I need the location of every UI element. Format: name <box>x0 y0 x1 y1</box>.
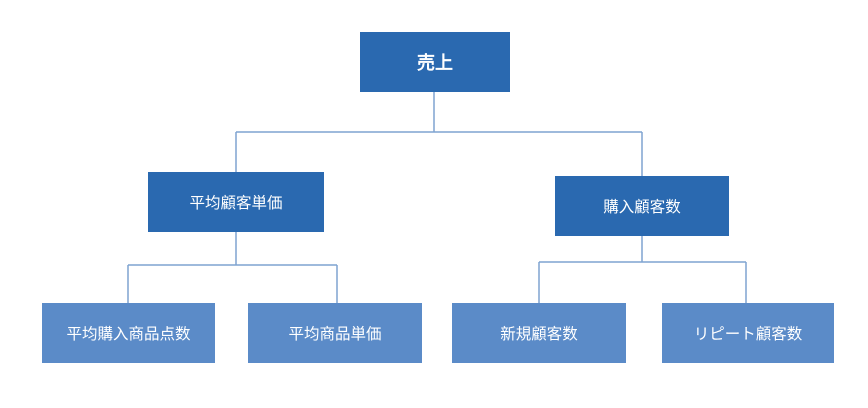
node-repeat-customers-label: リピート顧客数 <box>693 325 803 343</box>
node-average-customer-price: 平均顧客単価 <box>148 172 324 232</box>
node-average-unit-price-label: 平均商品単価 <box>288 325 382 343</box>
node-average-customer-price-label: 平均顧客単価 <box>189 194 283 212</box>
node-average-items-purchased-label: 平均購入商品点数 <box>66 325 191 343</box>
node-sales: 売上 <box>360 32 510 92</box>
node-new-customers-label: 新規顧客数 <box>500 325 578 343</box>
node-average-unit-price: 平均商品単価 <box>248 303 422 363</box>
node-purchasing-customers-label: 購入顧客数 <box>603 198 681 216</box>
node-repeat-customers: リピート顧客数 <box>662 303 834 363</box>
node-average-items-purchased: 平均購入商品点数 <box>42 303 215 363</box>
node-sales-label: 売上 <box>417 53 453 74</box>
node-purchasing-customers: 購入顧客数 <box>555 176 729 236</box>
node-new-customers: 新規顧客数 <box>452 303 626 363</box>
